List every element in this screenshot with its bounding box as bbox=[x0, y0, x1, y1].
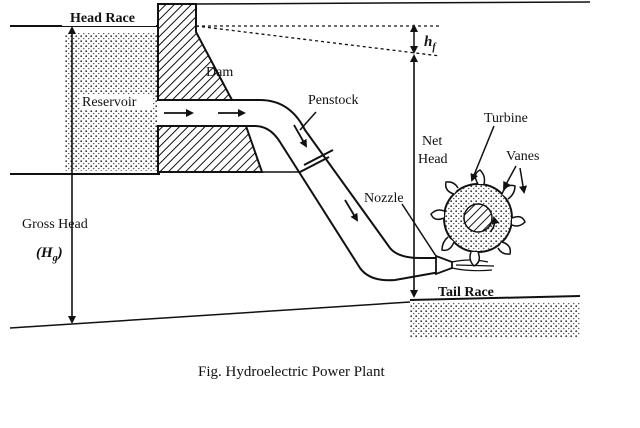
penstock-joint-2 bbox=[299, 156, 330, 173]
reservoir-label: Reservoir bbox=[82, 95, 137, 110]
turbine-pointer bbox=[470, 125, 495, 182]
turbine-wheel bbox=[430, 169, 526, 267]
penstock-label: Penstock bbox=[308, 93, 359, 108]
flow-arrow-4 bbox=[344, 199, 359, 222]
penstock-pointer bbox=[299, 111, 317, 131]
nozzle-label: Nozzle bbox=[364, 191, 404, 206]
vanes-pointer-2 bbox=[519, 167, 527, 194]
hf-symbol: hf bbox=[424, 34, 437, 53]
head-race-top-line bbox=[195, 1, 591, 5]
dam-label: Dam bbox=[206, 65, 233, 80]
tail-race-label: Tail Race bbox=[438, 285, 494, 300]
net-head-label-1: Net bbox=[422, 134, 442, 149]
figure-caption: Fig. Hydroelectric Power Plant bbox=[198, 364, 385, 380]
hf-dotted-bottom bbox=[195, 25, 441, 57]
penstock-pipe-bottom bbox=[158, 125, 441, 282]
dam-body bbox=[157, 3, 234, 101]
turbine-label: Turbine bbox=[484, 111, 528, 126]
penstock-pipe-top bbox=[158, 99, 440, 259]
ground-bottom-line bbox=[9, 301, 411, 329]
gross-head-symbol: (Hg) bbox=[36, 245, 63, 264]
tail-race-water bbox=[410, 302, 580, 338]
gross-head-label: Gross Head bbox=[22, 217, 88, 232]
flow-arrow-3 bbox=[293, 124, 307, 148]
head-race-label: Head Race bbox=[70, 11, 135, 26]
penstock-joint-1 bbox=[303, 149, 334, 166]
tail-race-line bbox=[409, 295, 581, 301]
nozzle bbox=[435, 254, 453, 276]
dam-lower bbox=[157, 125, 264, 173]
vanes-pointer-1 bbox=[503, 165, 517, 190]
vanes-label: Vanes bbox=[506, 149, 539, 164]
nozzle-pointer bbox=[401, 203, 437, 257]
net-head-label-2: Head bbox=[418, 152, 448, 167]
